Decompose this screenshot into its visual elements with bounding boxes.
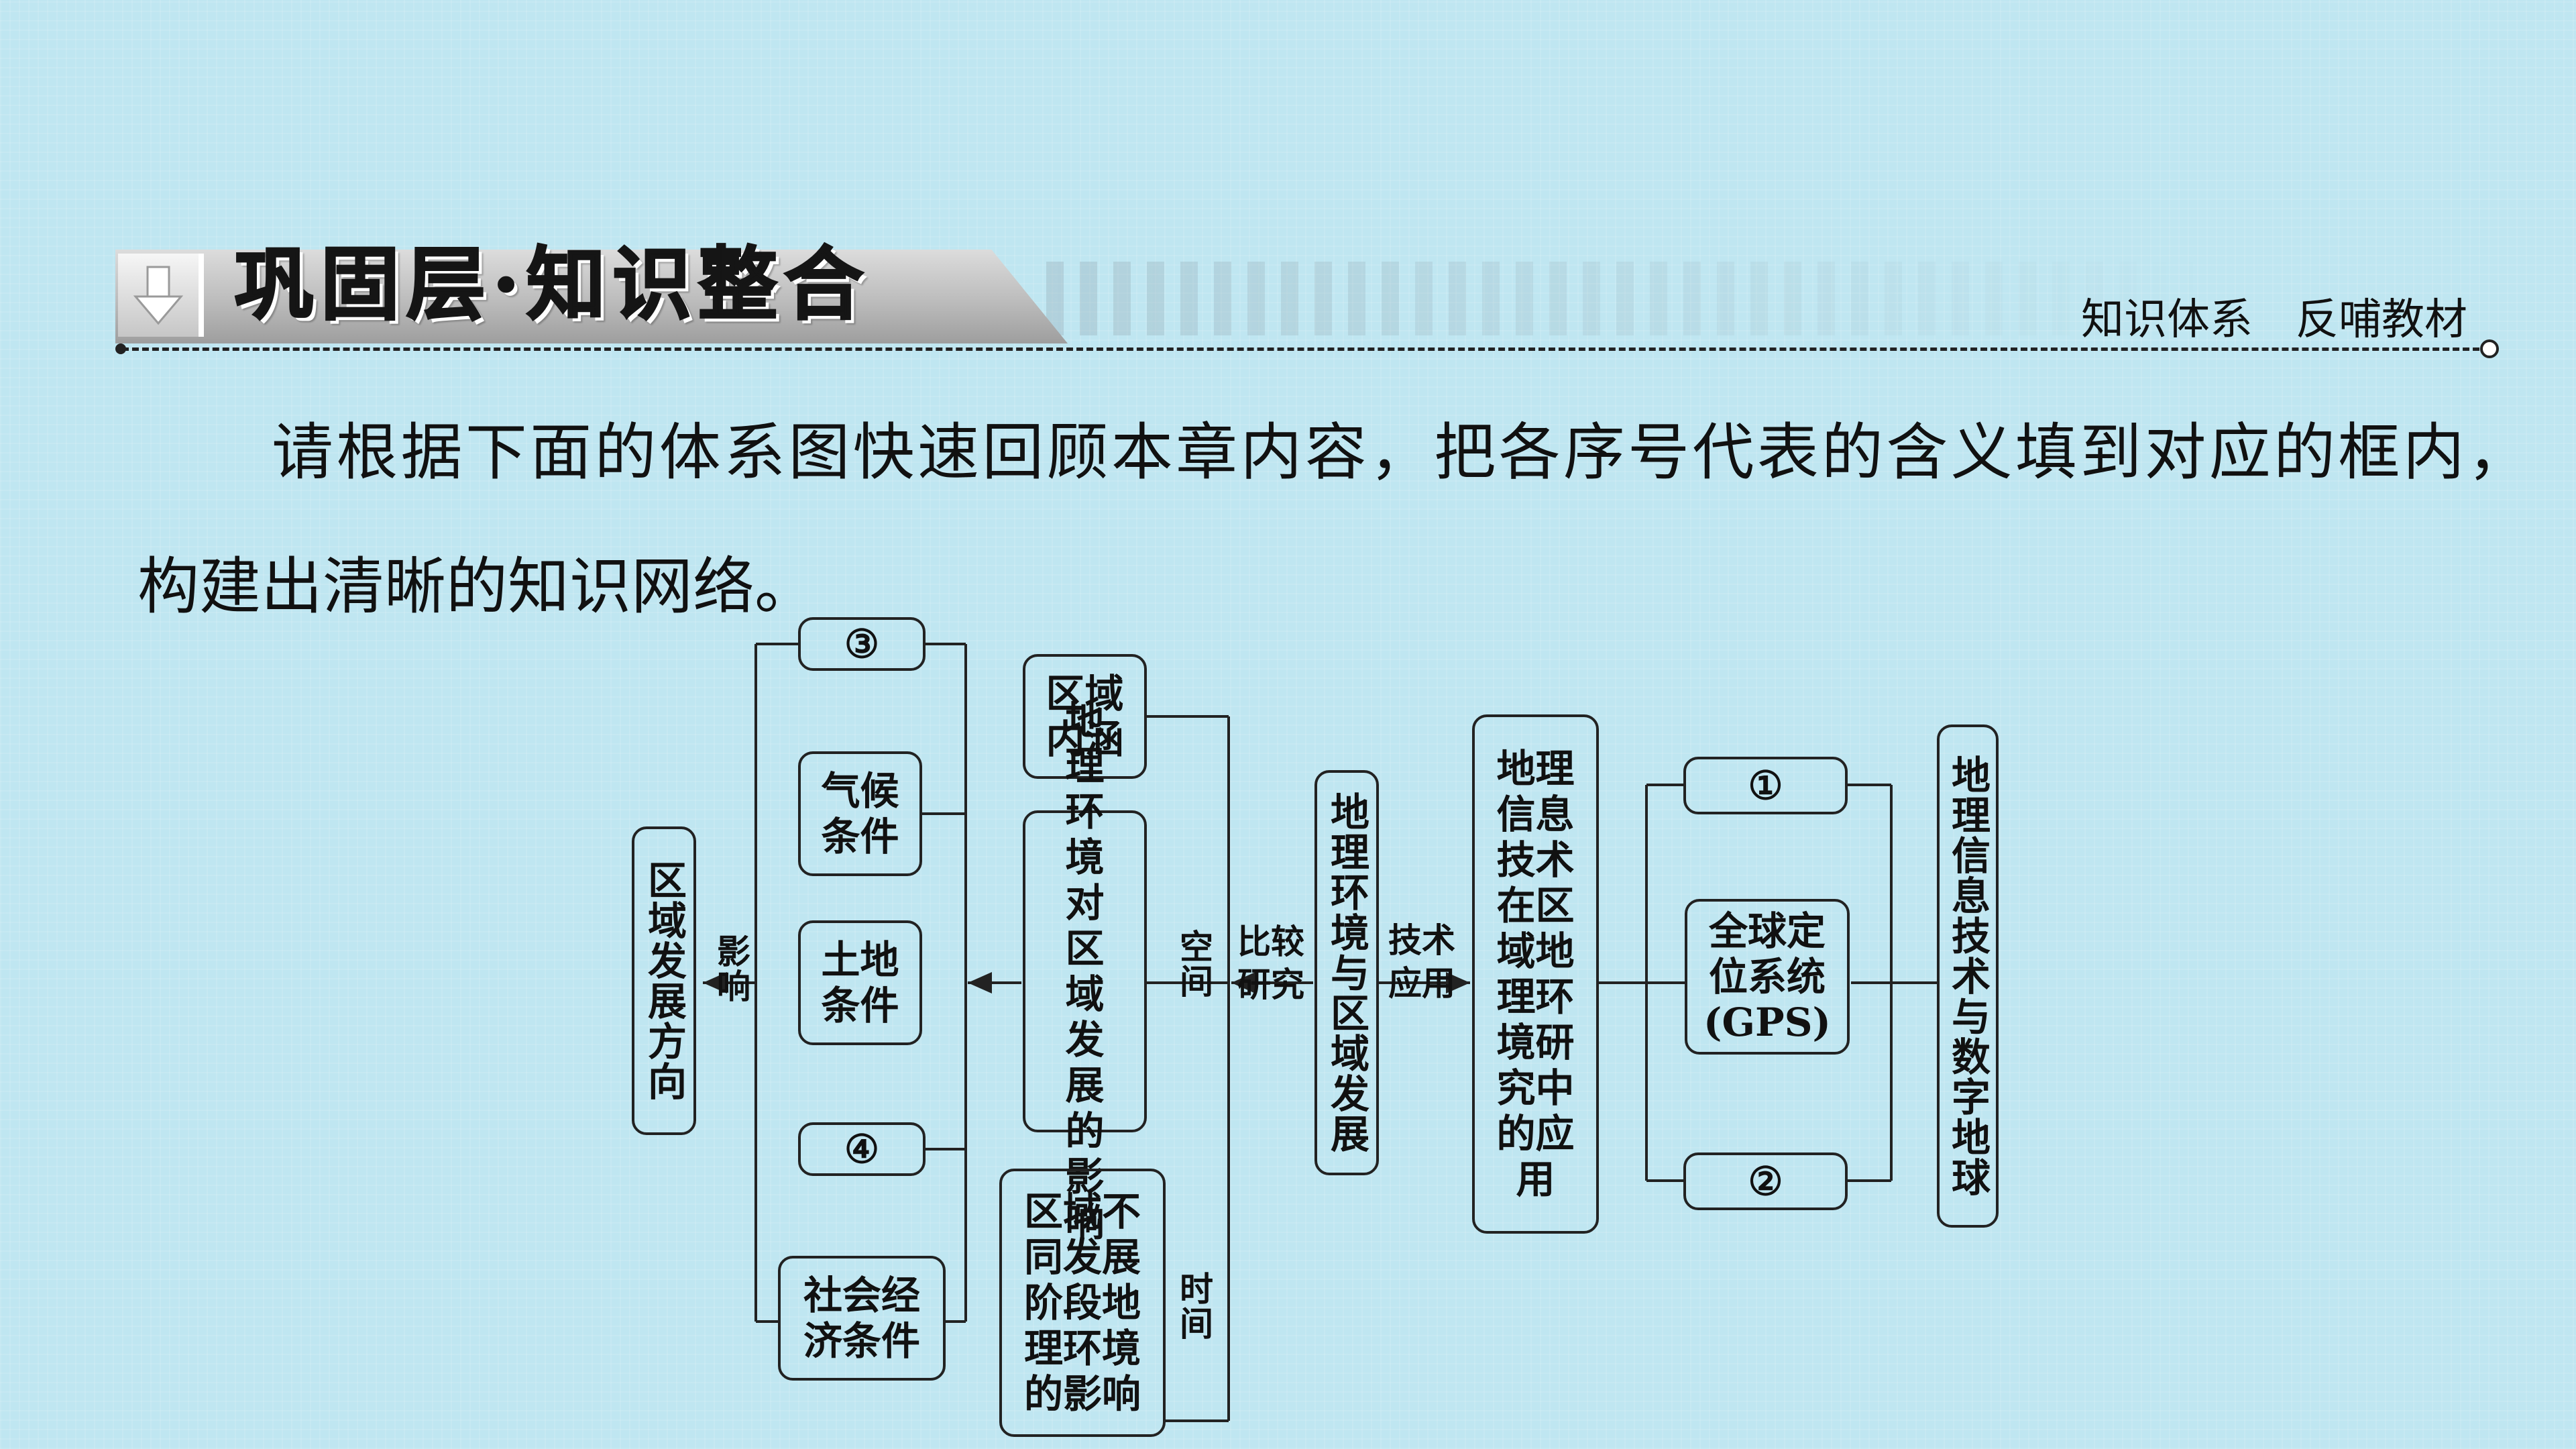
section-banner [115,250,1068,343]
node-env-region: 地理环境与区域发展 [1314,770,1379,1175]
divider-start-dot [115,343,126,354]
node-blank-2: ② [1683,1152,1848,1210]
node-region-meaning: 区域内涵 [1023,654,1147,779]
intro-paragraph: 请根据下面的体系图快速回顾本章内容，把各序号代表的含义填到对应的框内， 构建出清… [137,417,2561,623]
node-climate: 气候条件 [798,751,922,876]
down-arrow-icon [118,254,204,337]
node-gps: 全球定位系统(GPS) [1685,899,1850,1055]
divider-end-dot [2480,339,2499,358]
label-space: 空间 [1174,929,1214,999]
node-blank-3: ③ [798,617,926,671]
banner-decoration [1046,262,2200,335]
node-gis-application: 地理信息技术在区域地理环境研究中的应用 [1472,714,1599,1234]
section-title: 巩固层·知识整合 [233,237,871,332]
node-digital-earth: 地理信息技术与数字地球 [1937,724,1999,1228]
node-socioeconomic: 社会经济条件 [778,1256,946,1381]
label-tech: 技术应用 [1388,920,1455,1003]
label-influence: 影响 [712,934,751,1004]
node-blank-4: ④ [798,1122,926,1176]
node-region-direction: 区域发展方向 [632,826,696,1135]
dashed-divider [122,347,2489,351]
node-land: 土地条件 [798,920,922,1045]
node-env-impact: 地理环境对区域发展的影响 [1023,698,1147,1245]
label-compare: 比较研究 [1237,922,1304,1004]
label-time: 时间 [1174,1271,1214,1341]
node-stage-impact: 区域不同发展阶段地理环境的影响 [999,1169,1166,1437]
section-subtitle: 知识体系 反哺教材 [2081,295,2467,345]
node-blank-1: ① [1683,757,1848,814]
